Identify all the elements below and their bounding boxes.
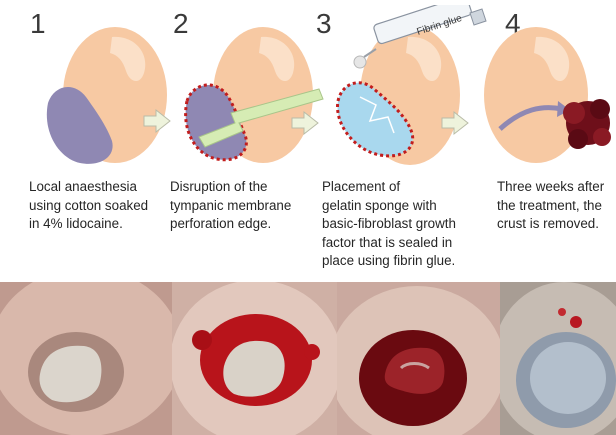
step-1-caption: Local anaesthesia using cotton soaked in… — [29, 178, 148, 234]
step-2-illustration — [173, 25, 333, 175]
otoscope-photo-2 — [172, 282, 337, 435]
crust — [563, 99, 611, 149]
step-3-illustration: Fibrin glue — [320, 5, 490, 175]
otoscope-photo-4 — [500, 282, 616, 435]
step-1-illustration — [20, 25, 170, 175]
next-step-arrow-2 — [290, 110, 320, 136]
step-2-caption: Disruption of the tympanic membrane perf… — [170, 178, 291, 234]
next-step-arrow-3 — [440, 110, 470, 136]
otoscope-photo-3 — [337, 282, 500, 435]
step-4-caption: Three weeks after the treatment, the cru… — [497, 178, 604, 234]
step-3-caption: Placement of gelatin sponge with basic-f… — [322, 178, 456, 271]
next-step-arrow-1 — [142, 108, 172, 134]
otoscope-photo-1 — [0, 282, 172, 435]
step-4-illustration — [470, 25, 616, 175]
